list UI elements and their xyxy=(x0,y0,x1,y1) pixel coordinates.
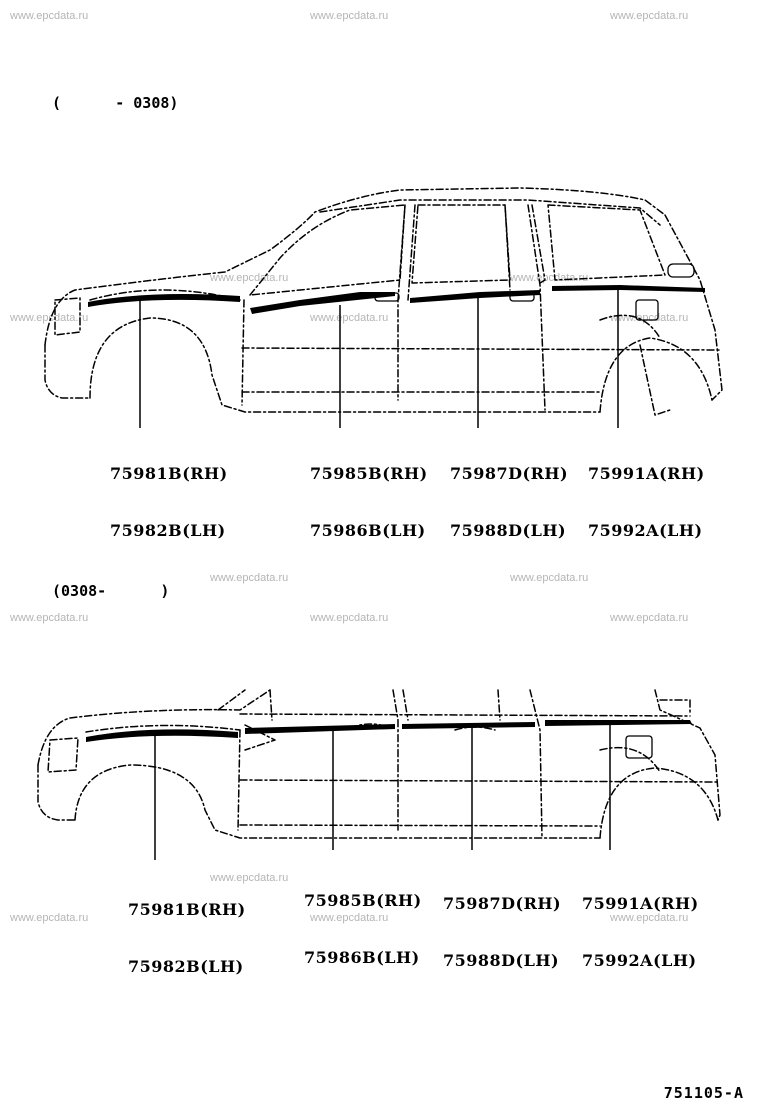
part-label: 75981B(RH) 75982B(LH) xyxy=(110,426,228,559)
part-number-lh: 75986B(LH) xyxy=(304,948,420,967)
watermark: www.epcdata.ru xyxy=(10,312,89,324)
part-number-rh: 75981B(RH) xyxy=(128,900,246,919)
part-number-lh: 75982B(LH) xyxy=(110,521,226,540)
watermark: www.epcdata.ru xyxy=(10,612,89,624)
part-number-rh: 75991A(RH) xyxy=(588,464,705,483)
period-label-late: (0308- ) xyxy=(52,582,170,600)
part-label: 75981B(RH) 75982B(LH) xyxy=(128,862,246,995)
part-number-rh: 75985B(RH) xyxy=(310,464,428,483)
watermark: www.epcdata.ru xyxy=(210,272,289,284)
part-number-rh: 75987D(RH) xyxy=(450,464,569,483)
part-number-rh: 75987D(RH) xyxy=(443,894,562,913)
part-label: 75987D(RH) 75988D(LH) xyxy=(443,856,561,989)
watermark: www.epcdata.ru xyxy=(310,10,389,22)
watermark: www.epcdata.ru xyxy=(310,612,389,624)
watermark: www.epcdata.ru xyxy=(10,912,89,924)
part-label: 75985B(RH) 75986B(LH) xyxy=(304,853,422,986)
part-number-rh: 75981B(RH) xyxy=(110,464,228,483)
part-number-rh: 75991A(RH) xyxy=(582,894,699,913)
watermark: www.epcdata.ru xyxy=(610,912,689,924)
watermark: www.epcdata.ru xyxy=(610,612,689,624)
watermark: www.epcdata.ru xyxy=(210,872,289,884)
part-label: 75987D(RH) 75988D(LH) xyxy=(450,426,568,559)
period-label-early: ( - 0308) xyxy=(52,94,179,112)
illustration-code: 751105-A xyxy=(663,1084,744,1102)
part-number-lh: 75982B(LH) xyxy=(128,957,244,976)
vehicle-side-view-early xyxy=(44,187,723,428)
part-number-lh: 75992A(LH) xyxy=(582,951,697,970)
part-number-lh: 75986B(LH) xyxy=(310,521,426,540)
part-label: 75991A(RH) 75992A(LH) xyxy=(582,856,699,989)
part-label: 75985B(RH) 75986B(LH) xyxy=(310,426,428,559)
part-number-lh: 75992A(LH) xyxy=(588,521,703,540)
watermark: www.epcdata.ru xyxy=(10,10,89,22)
watermark: www.epcdata.ru xyxy=(610,312,689,324)
part-number-lh: 75988D(LH) xyxy=(443,951,560,970)
watermark: www.epcdata.ru xyxy=(610,10,689,22)
watermark: www.epcdata.ru xyxy=(510,272,589,284)
watermark: www.epcdata.ru xyxy=(510,572,589,584)
part-number-lh: 75988D(LH) xyxy=(450,521,567,540)
watermark: www.epcdata.ru xyxy=(310,312,389,324)
part-number-rh: 75985B(RH) xyxy=(304,891,422,910)
watermark: www.epcdata.ru xyxy=(210,572,289,584)
vehicle-side-view-late xyxy=(37,689,721,860)
part-label: 75991A(RH) 75992A(LH) xyxy=(588,426,705,559)
watermark: www.epcdata.ru xyxy=(310,912,389,924)
